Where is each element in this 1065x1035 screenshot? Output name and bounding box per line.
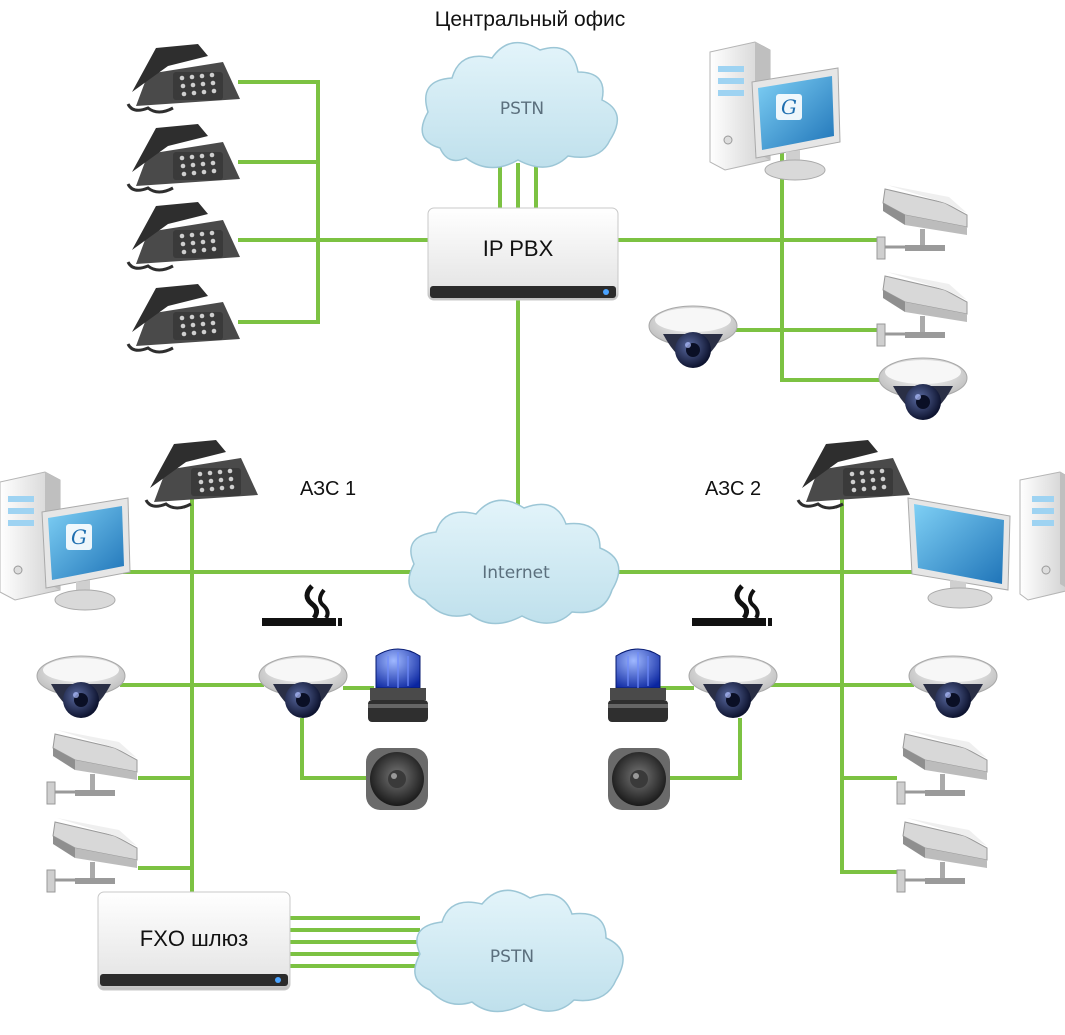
dome-camera-icon xyxy=(908,655,998,719)
box-camera-icon xyxy=(875,183,969,261)
speaker-icon xyxy=(366,748,428,810)
box-camera-icon xyxy=(875,270,969,348)
computer-icon xyxy=(907,471,1065,609)
phone-icon xyxy=(796,438,912,510)
box-camera-icon xyxy=(895,816,989,894)
beacon-icon xyxy=(607,648,669,723)
site-label-azs2: АЗС 2 xyxy=(705,478,762,500)
internet-cloud: Internet xyxy=(408,499,620,625)
ip-pbx-label: IP PBX xyxy=(483,236,554,261)
phone-icon xyxy=(144,438,260,510)
pstn-top-label: PSTN xyxy=(500,99,544,119)
ip-pbx-device: IP PBX xyxy=(427,207,619,301)
phone-icon xyxy=(126,122,242,194)
site-label-azs1: АЗС 1 xyxy=(300,478,357,500)
fxo-gateway-label: FXO шлюз xyxy=(140,926,248,951)
computer-icon xyxy=(0,471,131,611)
speaker-icon xyxy=(608,748,670,810)
pstn-bottom-label: PSTN xyxy=(490,947,534,967)
box-camera-icon xyxy=(895,728,989,806)
computer-icon xyxy=(709,41,841,181)
internet-label: Internet xyxy=(482,563,550,583)
phone-icon xyxy=(126,200,242,272)
phone-icon xyxy=(126,42,242,114)
smoke-detector-icon xyxy=(262,586,342,626)
box-camera-icon xyxy=(45,728,139,806)
smoke-detector-icon xyxy=(692,586,772,626)
fxo-gateway-device: FXO шлюз xyxy=(97,891,291,991)
beacon-icon xyxy=(367,648,429,723)
dome-camera-icon xyxy=(878,357,968,421)
diagram-title: Центральный офис xyxy=(434,8,626,31)
pstn-cloud-bottom: PSTN xyxy=(414,889,624,1013)
box-camera-icon xyxy=(45,816,139,894)
link-lines xyxy=(120,80,922,968)
pstn-cloud-top: PSTN xyxy=(421,41,619,169)
phone-icon xyxy=(126,282,242,354)
dome-camera-icon xyxy=(648,305,738,369)
dome-camera-icon xyxy=(688,655,778,719)
dome-camera-icon xyxy=(258,655,348,719)
dome-camera-icon xyxy=(36,655,126,719)
